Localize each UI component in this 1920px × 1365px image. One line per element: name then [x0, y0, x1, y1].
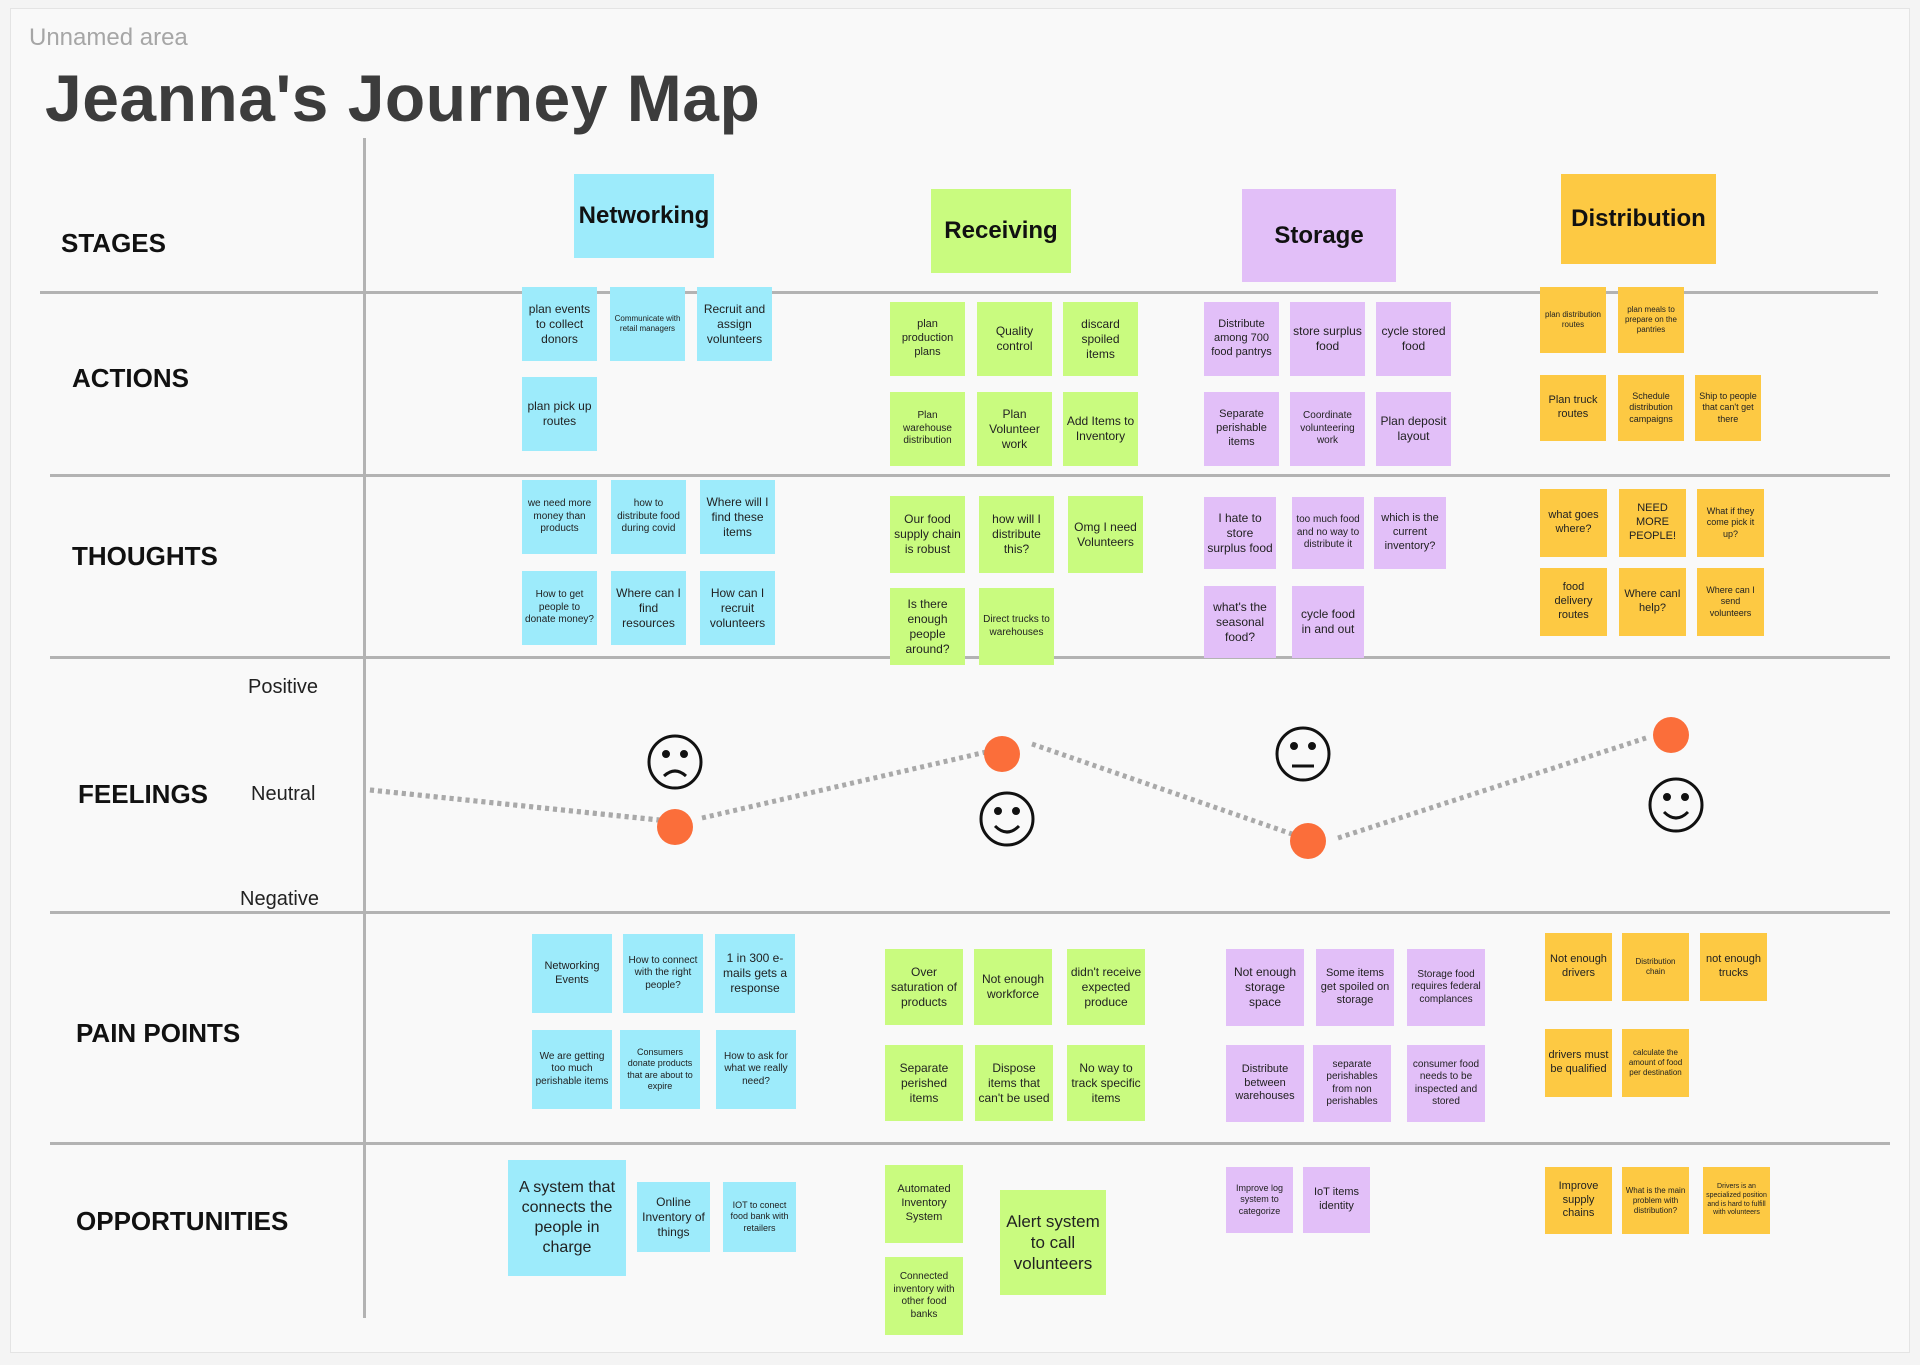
sticky-note[interactable]: Ship to people that can't get there — [1695, 375, 1761, 441]
sticky-note[interactable]: Networking Events — [532, 934, 612, 1013]
sticky-note[interactable]: Distribution chain — [1622, 933, 1689, 1001]
sticky-note[interactable]: plan distribution routes — [1540, 287, 1606, 353]
sticky-note[interactable]: Alert system to call volunteers — [1000, 1190, 1106, 1295]
sticky-note[interactable]: I hate to store surplus food — [1204, 497, 1276, 569]
row-label-pain-points: PAIN POINTS — [76, 1018, 241, 1048]
sticky-note[interactable]: drivers must be qualified — [1545, 1029, 1612, 1097]
sticky-note[interactable]: Communicate with retail managers — [610, 287, 685, 361]
sticky-note[interactable]: cycle food in and out — [1292, 586, 1364, 658]
area-label: Unnamed area — [29, 24, 188, 51]
sticky-note[interactable]: Where canI help? — [1619, 568, 1686, 636]
sticky-note[interactable]: how will I distribute this? — [979, 496, 1054, 573]
sticky-note[interactable]: we need more money than products — [522, 480, 597, 554]
stage-receiving[interactable]: Receiving — [931, 189, 1071, 273]
sticky-note[interactable]: How can I recruit volunteers — [700, 571, 775, 645]
sticky-note[interactable]: Omg I need Volunteers — [1068, 496, 1143, 573]
actions-divider — [50, 474, 1890, 477]
pain-points-divider — [50, 1142, 1890, 1145]
sticky-note[interactable]: 1 in 300 e-mails gets a response — [715, 934, 795, 1013]
sticky-note[interactable]: store surplus food — [1290, 302, 1365, 376]
sticky-note[interactable]: consumer food needs to be inspected and … — [1407, 1045, 1485, 1122]
sticky-note[interactable]: Where can I find resources — [611, 571, 686, 645]
sticky-note[interactable]: calculate the amount of food per destina… — [1622, 1029, 1689, 1097]
sticky-note[interactable]: Over saturation of products — [885, 949, 963, 1025]
sticky-note[interactable]: what's the seasonal food? — [1204, 586, 1276, 658]
sticky-note[interactable]: Plan warehouse distribution — [890, 392, 965, 466]
sticky-note[interactable]: Separate perishable items — [1204, 392, 1279, 466]
sticky-note[interactable]: No way to track specific items — [1067, 1045, 1145, 1121]
stages-divider — [40, 291, 1878, 294]
sticky-note[interactable]: Where will I find these items — [700, 480, 775, 554]
sticky-note[interactable]: plan pick up routes — [522, 377, 597, 451]
journey-map-title[interactable]: Jeanna's Journey Map — [45, 61, 761, 135]
stage-storage[interactable]: Storage — [1242, 189, 1396, 282]
sticky-note[interactable]: not enough trucks — [1700, 933, 1767, 1001]
sticky-note[interactable]: plan meals to prepare on the pantries — [1618, 287, 1684, 353]
row-label-divider — [363, 138, 366, 1318]
row-label-thoughts: THOUGHTS — [72, 541, 218, 571]
sticky-note[interactable]: Connected inventory with other food bank… — [885, 1257, 963, 1335]
sticky-note[interactable]: Not enough workforce — [974, 949, 1052, 1025]
sticky-note[interactable]: food delivery routes — [1540, 568, 1607, 636]
row-label-stages: STAGES — [61, 228, 166, 258]
sticky-note[interactable]: Automated Inventory System — [885, 1165, 963, 1243]
sticky-note[interactable]: Separate perished items — [885, 1045, 963, 1121]
sticky-note[interactable]: plan events to collect donors — [522, 287, 597, 361]
sticky-note[interactable]: Coordinate volunteering work — [1290, 392, 1365, 466]
sticky-note[interactable]: We are getting too much perishable items — [532, 1030, 612, 1109]
sticky-note[interactable]: Storage food requires federal complances — [1407, 949, 1485, 1026]
row-label-opportunities: OPPORTUNITIES — [76, 1206, 289, 1236]
sticky-note[interactable]: Improve supply chains — [1545, 1167, 1612, 1234]
sticky-note[interactable]: Dispose items that can't be used — [975, 1045, 1053, 1121]
sticky-note[interactable]: Recruit and assign volunteers — [697, 287, 772, 361]
sticky-note[interactable]: cycle stored food — [1376, 302, 1451, 376]
sticky-note[interactable]: NEED MORE PEOPLE! — [1619, 489, 1686, 557]
sticky-note[interactable]: Plan Volunteer work — [977, 392, 1052, 466]
sticky-note[interactable]: how to distribute food during covid — [611, 480, 686, 554]
thoughts-divider — [50, 656, 1890, 659]
sticky-note[interactable]: which is the current inventory? — [1374, 497, 1446, 569]
sticky-note[interactable]: Not enough drivers — [1545, 933, 1612, 1001]
sticky-note[interactable]: What is the main problem with distributi… — [1622, 1167, 1689, 1234]
sticky-note[interactable]: Schedule distribution campaigns — [1618, 375, 1684, 441]
sticky-note[interactable]: separate perishables from non perishable… — [1313, 1045, 1391, 1122]
sticky-note[interactable]: Not enough storage space — [1226, 949, 1304, 1026]
stage-distribution[interactable]: Distribution — [1561, 174, 1716, 264]
feelings-scale-negative: Negative — [240, 888, 319, 910]
sticky-note[interactable]: Distribute between warehouses — [1226, 1045, 1304, 1122]
sticky-note[interactable]: A system that connects the people in cha… — [508, 1160, 626, 1276]
sticky-note[interactable]: How to connect with the right people? — [623, 934, 703, 1013]
sticky-note[interactable]: How to ask for what we really need? — [716, 1030, 796, 1109]
sticky-note[interactable]: Improve log system to categorize — [1226, 1167, 1293, 1233]
sticky-note[interactable]: Our food supply chain is robust — [890, 496, 965, 573]
feelings-scale-positive: Positive — [248, 676, 319, 698]
row-label-actions: ACTIONS — [72, 363, 189, 393]
sticky-note[interactable]: too much food and no way to distribute i… — [1292, 497, 1364, 569]
feelings-scale-neutral: Neutral — [251, 783, 316, 805]
sticky-note[interactable]: Plan truck routes — [1540, 375, 1606, 441]
sticky-note[interactable]: Is there enough people around? — [890, 588, 965, 665]
feelings-divider — [50, 911, 1890, 914]
sticky-note[interactable]: Online Inventory of things — [637, 1182, 710, 1252]
sticky-note[interactable]: Distribute among 700 food pantrys — [1204, 302, 1279, 376]
stage-networking[interactable]: Networking — [574, 174, 714, 258]
sticky-note[interactable]: How to get people to donate money? — [522, 571, 597, 645]
sticky-note[interactable]: what goes where? — [1540, 489, 1607, 557]
row-label-feelings: FEELINGS — [78, 779, 209, 809]
sticky-note[interactable]: didn't receive expected produce — [1067, 949, 1145, 1025]
sticky-note[interactable]: Drivers is an specialized position and i… — [1703, 1167, 1770, 1234]
sticky-note[interactable]: plan production plans — [890, 302, 965, 376]
sticky-note[interactable]: Direct trucks to warehouses — [979, 588, 1054, 665]
sticky-note[interactable]: Plan deposit layout — [1376, 392, 1451, 466]
sticky-note[interactable]: Consumers donate products that are about… — [620, 1030, 700, 1109]
sticky-note[interactable]: What if they come pick it up? — [1697, 489, 1764, 557]
sticky-note[interactable]: discard spoiled items — [1063, 302, 1138, 376]
sticky-note[interactable]: IoT items identity — [1303, 1167, 1370, 1233]
sticky-note[interactable]: Add Items to Inventory — [1063, 392, 1138, 466]
sticky-note[interactable]: Where can I send volunteers — [1697, 568, 1764, 636]
sticky-note[interactable]: IOT to conect food bank with retailers — [723, 1182, 796, 1252]
sticky-note[interactable]: Some items get spoiled on storage — [1316, 949, 1394, 1026]
sticky-note[interactable]: Quality control — [977, 302, 1052, 376]
